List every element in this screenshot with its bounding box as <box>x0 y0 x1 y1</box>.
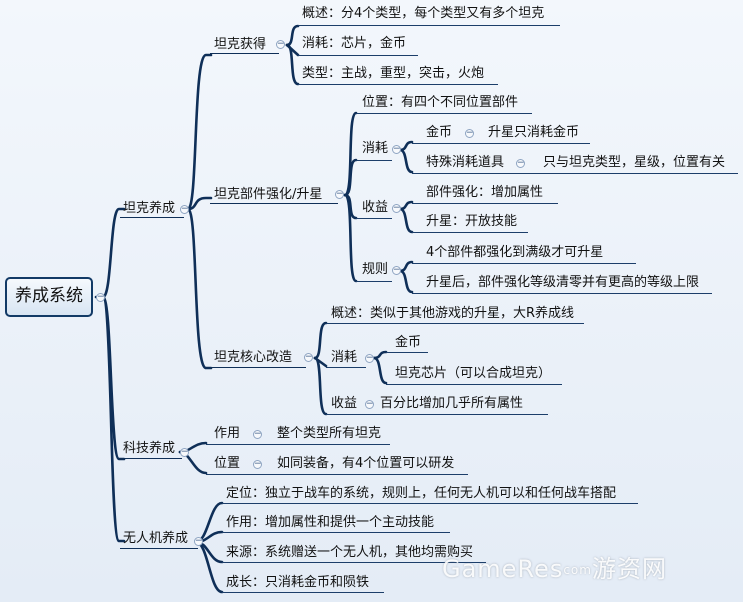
node-parts-cost-label[interactable]: 消耗 <box>362 141 389 156</box>
parts-rule-collapse-icon[interactable]: − <box>392 265 401 275</box>
gameres-watermark-logo: GameRescom游资网 <box>442 555 667 583</box>
parts-cost-special-note: 只与坦克类型，星级，位置有关 <box>543 155 726 170</box>
tech-effect-note: 整个类型所有坦克 <box>277 426 382 441</box>
node-tank-acquire-label[interactable]: 坦克获得 <box>214 37 267 52</box>
node-parts-gain-label[interactable]: 收益 <box>362 200 389 215</box>
node-core-cost-label[interactable]: 消耗 <box>331 350 358 365</box>
acquire-overview-text: 概述：分4个类型，每个类型又有多个坦克 <box>302 6 545 21</box>
node-core-gain-label[interactable]: 收益 <box>331 396 358 411</box>
drone-collapse-icon[interactable]: − <box>194 536 203 546</box>
node-tech-position-label[interactable]: 位置 <box>214 456 241 471</box>
core-collapse-icon[interactable]: − <box>304 352 313 362</box>
node-tech-effect-label[interactable]: 作用 <box>214 426 241 441</box>
core-gain-note: 百分比增加几乎所有属性 <box>380 396 524 411</box>
root-collapse-icon[interactable]: − <box>96 292 105 302</box>
parts-cost-gold-text: 金币 <box>426 125 453 140</box>
tech-position-note: 如同装备，有4个位置可以研发 <box>277 456 455 471</box>
parts-cost-special-text: 特殊消耗道具 <box>426 155 505 170</box>
parts-position-text: 位置：有四个不同位置部件 <box>362 95 519 110</box>
tech-position-collapse-icon[interactable]: − <box>253 459 262 469</box>
acquire-collapse-icon[interactable]: − <box>276 39 285 49</box>
node-parts-rule-label[interactable]: 规则 <box>362 262 389 277</box>
parts-rule-text-1: 4个部件都强化到满级才可升星 <box>426 245 604 260</box>
node-tank-label[interactable]: 坦克养成 <box>123 201 176 216</box>
core-gain-collapse-icon[interactable]: − <box>365 399 374 409</box>
drone-growth-text: 成长：只消耗金币和陨铁 <box>226 575 370 590</box>
parts-cost-gold-collapse-icon[interactable]: − <box>465 128 474 138</box>
node-tank-parts-label[interactable]: 坦克部件强化/升星 <box>214 187 323 202</box>
root-node[interactable]: 养成系统 <box>5 277 93 317</box>
parts-collapse-icon[interactable]: − <box>335 189 344 199</box>
tech-collapse-icon[interactable]: − <box>180 447 189 457</box>
parts-gain-collapse-icon[interactable]: − <box>392 203 401 213</box>
core-overview-text: 概述：类似于其他游戏的升星，大R养成线 <box>331 306 575 321</box>
node-drone-label[interactable]: 无人机养成 <box>123 531 189 546</box>
acquire-cost-text: 消耗：芯片，金币 <box>302 36 407 51</box>
acquire-types-text: 类型：主战，重型，突击，火炮 <box>302 66 485 81</box>
core-cost-collapse-icon[interactable]: − <box>365 353 374 363</box>
parts-gain-star-text: 升星：开放技能 <box>426 214 518 229</box>
drone-effect-text: 作用：增加属性和提供一个主动技能 <box>226 515 435 530</box>
parts-gain-enhance-text: 部件强化：增加属性 <box>426 185 544 200</box>
tech-effect-collapse-icon[interactable]: − <box>253 429 262 439</box>
tank-collapse-icon[interactable]: − <box>180 204 189 214</box>
drone-source-text: 来源：系统赠送一个无人机，其他均需购买 <box>226 545 474 560</box>
parts-cost-collapse-icon[interactable]: − <box>392 144 401 154</box>
core-cost-gold-text: 金币 <box>395 335 422 350</box>
node-tech-label[interactable]: 科技养成 <box>123 441 176 456</box>
drone-position-text: 定位：独立于战车的系统，规则上，任何无人机可以和任何战车搭配 <box>226 486 617 501</box>
parts-rule-text-2: 升星后，部件强化等级清零并有更高的等级上限 <box>426 275 700 290</box>
parts-cost-special-collapse-icon[interactable]: − <box>516 158 525 168</box>
core-cost-chip-text: 坦克芯片（可以合成坦克） <box>395 366 552 381</box>
node-tank-core-label[interactable]: 坦克核心改造 <box>214 350 293 365</box>
parts-cost-gold-note: 升星只消耗金币 <box>488 125 580 140</box>
